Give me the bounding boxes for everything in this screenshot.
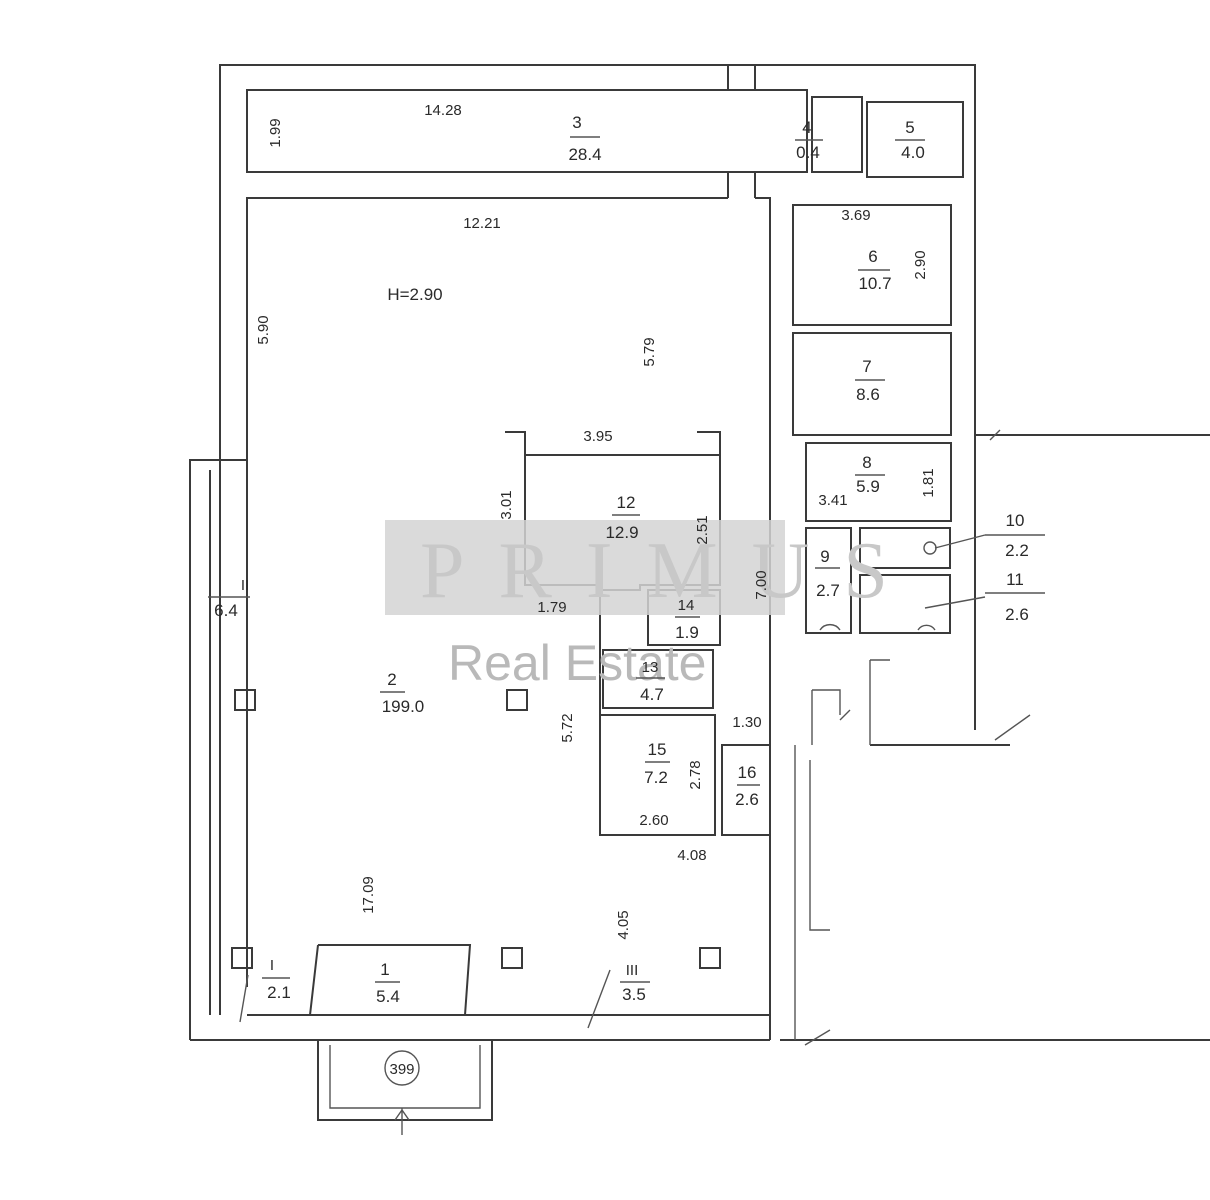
room-10-area: 2.2	[1005, 541, 1029, 560]
room-1-number: 1	[380, 960, 389, 979]
room-15-number: 15	[648, 740, 667, 759]
room-1-area: 5.4	[376, 987, 400, 1006]
room-I-area: 2.1	[267, 983, 291, 1002]
dim-core-width: 4.08	[677, 847, 706, 864]
room-13-number: 13	[642, 659, 659, 676]
dim-room12-width: 3.95	[583, 428, 612, 445]
ceiling-height: H=2.90	[387, 285, 442, 304]
room-III-number: III	[626, 962, 639, 979]
room-7-area: 8.6	[856, 385, 880, 404]
dim-room6-depth: 2.90	[912, 250, 929, 279]
watermark: PRIMUS Real Estate	[385, 520, 922, 691]
room-16-number: 16	[738, 763, 757, 782]
dim-hall-lower: 4.05	[615, 910, 632, 939]
room-11-number: 11	[1006, 570, 1024, 589]
dim-room16-width: 1.30	[732, 714, 761, 731]
dim-corridor-length: 14.28	[424, 102, 462, 119]
room-6-number: 6	[868, 247, 877, 266]
room-labels: 3 28.4 4 0.4 5 4.0 6 10.7 7 8.6 8 5.9 9 …	[214, 113, 1029, 1006]
room-4-area: 0.4	[796, 143, 820, 162]
dim-room12-right: 2.51	[694, 515, 711, 544]
dim-block-depth: 7.00	[753, 570, 770, 599]
room-7-number: 7	[862, 357, 871, 376]
watermark-logo: PRIMUS	[420, 527, 922, 615]
walls	[189, 64, 1210, 1135]
room-3-area: 28.4	[568, 145, 601, 164]
dim-core-depth: 5.72	[559, 713, 576, 742]
room-6-area: 10.7	[858, 274, 891, 293]
room-2-area: 199.0	[382, 697, 425, 716]
dim-room8-width: 3.41	[818, 492, 847, 509]
dim-room12-left: 3.01	[498, 490, 515, 519]
room-9-number: 9	[820, 547, 829, 566]
room-III-area: 3.5	[622, 985, 646, 1004]
room-11-area: 2.6	[1005, 605, 1029, 624]
room-9-area: 2.7	[816, 581, 840, 600]
dim-room15-depth: 2.78	[687, 760, 704, 789]
entrance-marker: 399	[389, 1061, 414, 1078]
room-12-area: 12.9	[605, 523, 638, 542]
room-8-number: 8	[862, 453, 871, 472]
dim-corridor-width: 1.99	[267, 118, 284, 147]
room-15-area: 7.2	[644, 768, 668, 787]
room-5-area: 4.0	[901, 143, 925, 162]
dimension-labels: 14.28 1.99 12.21 3.69 2.90 5.90 5.79 3.9…	[255, 102, 937, 940]
dim-room6-width: 3.69	[841, 207, 870, 224]
room-12-number: 12	[617, 493, 636, 512]
room-8-area: 5.9	[856, 477, 880, 496]
dim-hall-mid: 5.79	[641, 337, 658, 366]
label-dividers	[208, 136, 1045, 1029]
room-3-number: 3	[572, 113, 581, 132]
room-2-number: 2	[387, 670, 396, 689]
room-I-number: I	[270, 957, 274, 974]
room-10-number: 10	[1006, 511, 1025, 530]
room-14-area: 1.9	[675, 623, 699, 642]
dim-passage-width: 1.79	[537, 599, 566, 616]
dim-hall-left: 5.90	[255, 315, 272, 344]
dim-hall-width: 12.21	[463, 215, 501, 232]
room-II-number: II	[241, 577, 249, 594]
room-13-area: 4.7	[640, 685, 664, 704]
room-4-number: 4	[802, 118, 811, 137]
dim-room8-depth: 1.81	[920, 468, 937, 497]
room-14-number: 14	[678, 597, 695, 614]
room-5-number: 5	[905, 118, 914, 137]
room-II-area: 6.4	[214, 601, 238, 620]
watermark-subtitle: Real Estate	[448, 635, 706, 691]
dim-room15-width: 2.60	[639, 812, 668, 829]
room-16-area: 2.6	[735, 790, 759, 809]
dim-hall-length: 17.09	[360, 876, 377, 914]
